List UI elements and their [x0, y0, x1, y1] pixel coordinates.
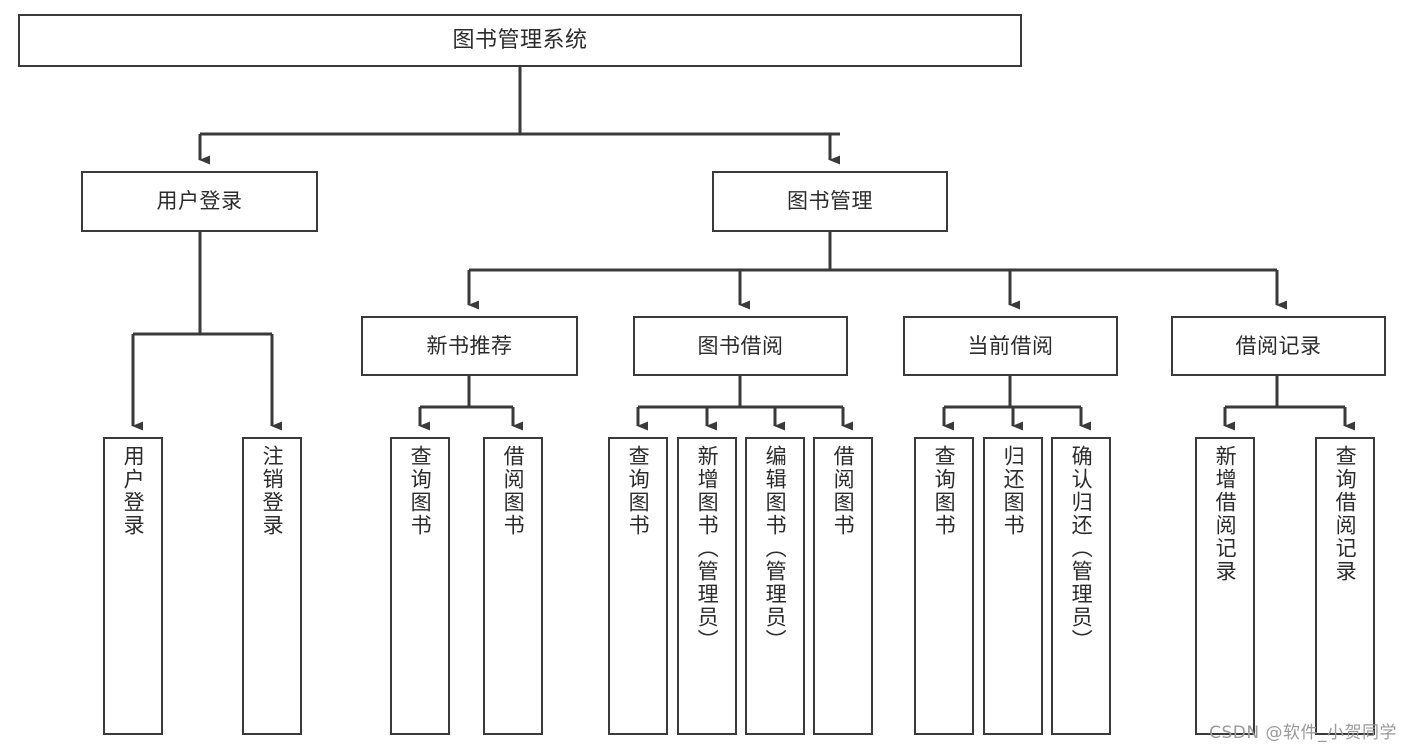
node-book-manage-label: 图书管理 [787, 189, 873, 214]
node-current-borrow-label: 当前借阅 [967, 333, 1054, 358]
node-leaf-borrow-book-rec-label: 借阅图书 [501, 445, 526, 537]
node-leaf-query-record-label: 查询借阅记录 [1333, 445, 1358, 583]
node-leaf-borrow-book-label: 借阅图书 [831, 445, 856, 537]
node-leaf-query-book-cur[interactable]: 查询图书 [914, 437, 974, 735]
node-root-label: 图书管理系统 [452, 27, 588, 53]
node-leaf-query-book-borrow[interactable]: 查询图书 [608, 437, 668, 735]
node-new-book-recommend[interactable]: 新书推荐 [361, 316, 578, 376]
node-leaf-query-book-cur-label: 查询图书 [932, 445, 957, 537]
node-user-login[interactable]: 用户登录 [81, 171, 318, 232]
node-book-borrow[interactable]: 图书借阅 [633, 316, 848, 376]
node-leaf-edit-book-label: 编辑图书（管理员） [763, 445, 788, 652]
node-leaf-add-book[interactable]: 新增图书（管理员） [677, 437, 737, 735]
node-leaf-add-record-label: 新增借阅记录 [1213, 445, 1238, 583]
node-leaf-confirm-return-label: 确认归还（管理员） [1069, 445, 1094, 652]
node-leaf-confirm-return[interactable]: 确认归还（管理员） [1051, 437, 1111, 735]
node-leaf-query-book-rec[interactable]: 查询图书 [390, 437, 450, 735]
node-leaf-edit-book[interactable]: 编辑图书（管理员） [745, 437, 805, 735]
node-book-manage[interactable]: 图书管理 [712, 171, 948, 232]
node-leaf-query-book-borrow-label: 查询图书 [626, 445, 651, 537]
node-leaf-user-logout-label: 注销登录 [260, 445, 285, 537]
node-borrow-record[interactable]: 借阅记录 [1171, 316, 1386, 376]
node-leaf-return-book[interactable]: 归还图书 [983, 437, 1043, 735]
node-leaf-user-login-label: 用户登录 [121, 445, 146, 537]
node-leaf-query-record[interactable]: 查询借阅记录 [1315, 437, 1375, 735]
node-root[interactable]: 图书管理系统 [18, 14, 1022, 67]
node-leaf-user-login[interactable]: 用户登录 [103, 437, 163, 735]
node-user-login-label: 用户登录 [156, 189, 243, 214]
node-leaf-add-book-label: 新增图书（管理员） [695, 445, 720, 652]
node-leaf-borrow-book[interactable]: 借阅图书 [813, 437, 873, 735]
node-leaf-query-book-rec-label: 查询图书 [408, 445, 433, 537]
node-leaf-borrow-book-rec[interactable]: 借阅图书 [483, 437, 543, 735]
watermark-text: CSDN @软件_小贺同学 [1209, 723, 1397, 743]
node-leaf-add-record[interactable]: 新增借阅记录 [1195, 437, 1255, 735]
node-borrow-record-label: 借阅记录 [1235, 333, 1322, 358]
node-new-book-recommend-label: 新书推荐 [426, 333, 513, 358]
node-leaf-return-book-label: 归还图书 [1001, 445, 1026, 537]
node-leaf-user-logout[interactable]: 注销登录 [242, 437, 302, 735]
node-book-borrow-label: 图书借阅 [697, 333, 784, 358]
node-current-borrow[interactable]: 当前借阅 [903, 316, 1118, 376]
